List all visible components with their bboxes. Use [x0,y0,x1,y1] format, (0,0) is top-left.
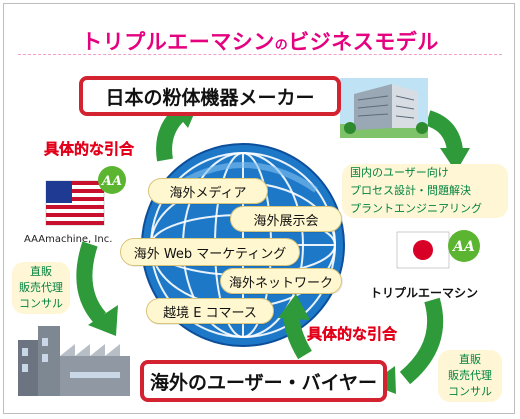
title-company: トリプルエーマシン [81,30,275,54]
service-item: 国内のユーザー向け [350,166,449,179]
jp-company-name: トリプルエーマシン [370,286,479,300]
page-title: トリプルエーマシンのビジネスモデル [0,26,520,56]
factory-icon [18,326,130,396]
globe-item-exhibition: 海外展示会 [230,206,342,232]
arrow-us-to-buyers-icon [76,241,118,336]
sales-item: コンサル [448,385,492,398]
service-item: プロセス設計・問題解決 [350,184,471,197]
buyers-box: 海外のユーザー・バイヤー [140,360,387,402]
arrow-buyers-to-globe-icon [278,294,312,360]
sales-item: 直販 [459,353,481,366]
globe-item-web-marketing: 海外 Web マーケティング [120,238,300,266]
service-item: プラントエンジニアリング [350,202,482,215]
domestic-services-box: 国内のユーザー向け プロセス設計・問題解決 プラントエンジニアリング [342,164,508,218]
japan-flag-icon [396,231,450,269]
aa-logo-right-icon: AA [448,230,480,262]
sales-item: コンサル [19,297,63,310]
globe-item-network: 海外ネットワーク [220,268,342,294]
svg-text:AA: AA [451,239,475,255]
title-particle: の [274,38,289,53]
title-suffix: ビジネスモデル [288,30,439,54]
globe-item-ecommerce: 越境 E コマース [146,298,274,324]
arrow-building-to-japan-icon [425,110,470,172]
globe-item-media: 海外メディア [148,178,268,204]
sales-item: 販売代理 [19,281,63,294]
office-building-icon [340,78,428,138]
aa-logo-icon: AA [98,166,126,194]
us-flag-icon [45,180,105,226]
svg-text:AA: AA [100,174,122,189]
title-divider [18,54,502,55]
sales-item: 販売代理 [448,369,492,382]
us-company-name: AAAmachine, Inc. [24,234,113,245]
inquiry-label-right: 具体的な引合 [307,325,398,343]
inquiry-label-left: 具体的な引合 [44,140,135,158]
manufacturer-box: 日本の粉体機器メーカー [79,76,341,116]
jp-sales-box: 直販 販売代理 コンサル [438,350,502,402]
sales-item: 直販 [30,265,52,278]
us-sales-box: 直販 販売代理 コンサル [12,262,70,314]
